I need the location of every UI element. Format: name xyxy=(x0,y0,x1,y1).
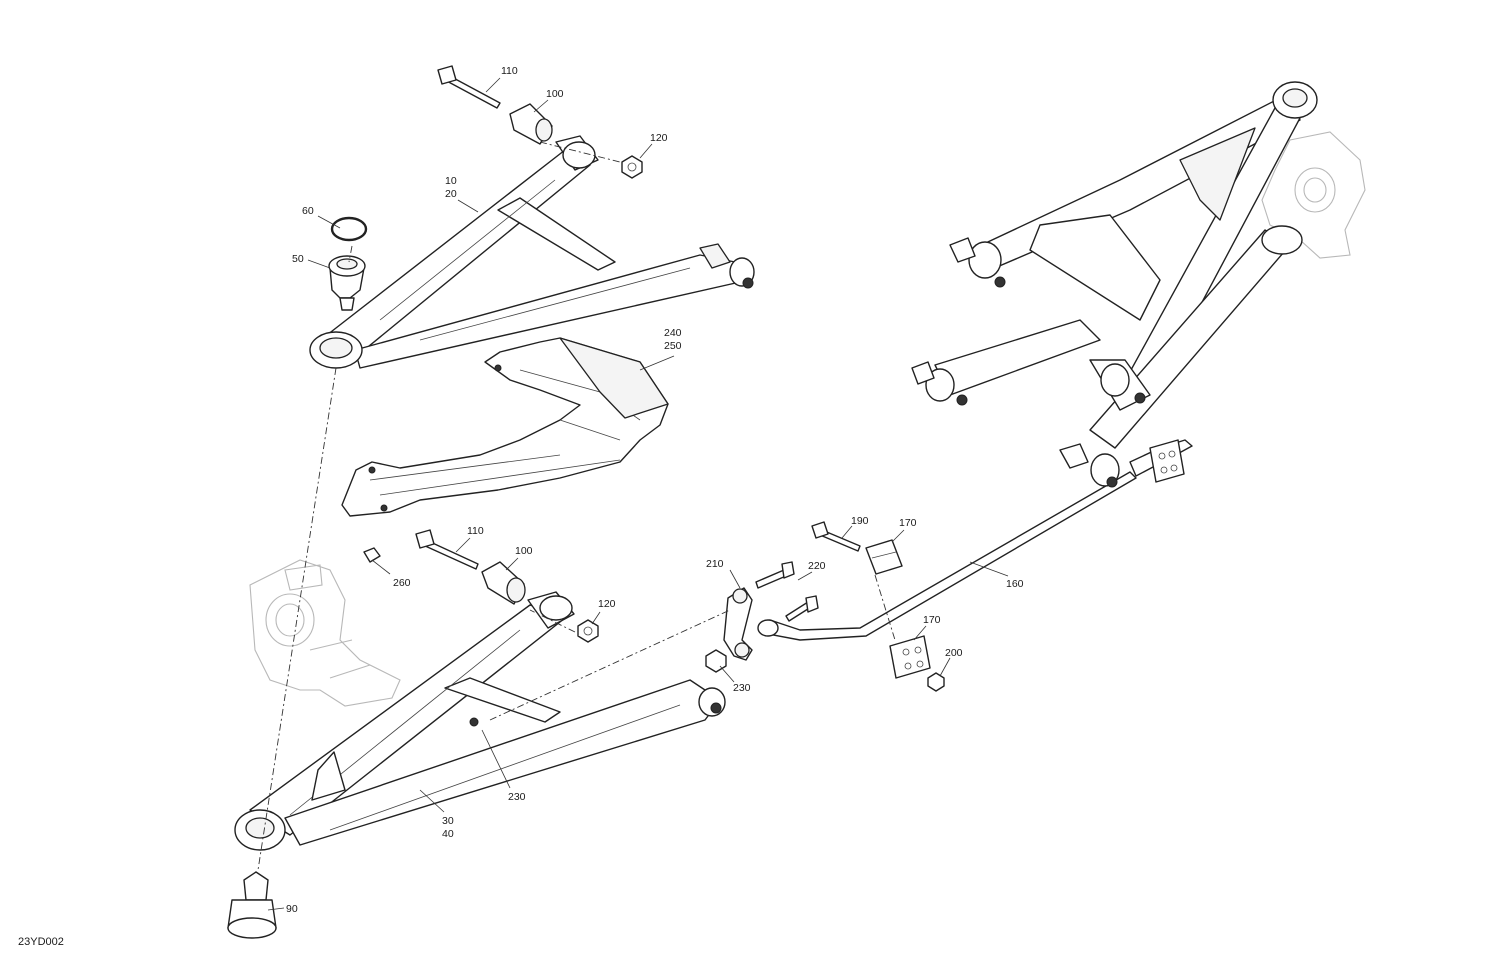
callout-250: 250 xyxy=(664,340,682,352)
callout-90: 90 xyxy=(286,903,298,915)
upper-ball-joint-50 xyxy=(328,255,366,311)
link-bolt-220-b xyxy=(785,595,819,622)
callout-120: 120 xyxy=(650,132,668,144)
callout-120-lower: 120 xyxy=(598,598,616,610)
callout-60: 60 xyxy=(302,205,314,217)
callout-170: 170 xyxy=(899,517,917,529)
stabilizer-link-210 xyxy=(723,587,753,661)
lower-bushing-100 xyxy=(481,561,526,605)
lower-bolt-110 xyxy=(415,529,479,570)
lower-nut-120 xyxy=(577,619,599,643)
link-bolt-220 xyxy=(755,561,795,589)
callout-160: 160 xyxy=(1006,578,1024,590)
right-bushing-clamp xyxy=(1149,439,1185,483)
callout-220: 220 xyxy=(808,560,826,572)
callout-100-lower: 100 xyxy=(515,545,533,557)
steering-knuckle-ghost xyxy=(249,559,401,707)
callout-200: 200 xyxy=(945,647,963,659)
retaining-ring-60 xyxy=(330,216,368,242)
callout-40: 40 xyxy=(442,828,454,840)
skid-plate xyxy=(341,337,669,517)
lower-a-arm xyxy=(234,591,726,851)
callout-50: 50 xyxy=(292,253,304,265)
nut-200 xyxy=(927,672,945,692)
bushing-clamp-170-b xyxy=(889,635,931,679)
callout-170-lower: 170 xyxy=(923,614,941,626)
right-lower-a-arm xyxy=(911,225,1303,488)
screw-260 xyxy=(363,547,381,563)
upper-a-arm xyxy=(309,135,755,369)
callout-110: 110 xyxy=(501,65,518,77)
bushing-bolt-190 xyxy=(811,521,861,552)
upper-bushing-100 xyxy=(509,103,553,145)
callout-230-lower: 230 xyxy=(508,791,526,803)
callout-260: 260 xyxy=(393,577,411,589)
right-upper-a-arm xyxy=(949,81,1318,401)
link-nut-230 xyxy=(705,649,727,673)
callout-230: 230 xyxy=(733,682,751,694)
upper-nut-120 xyxy=(621,155,643,179)
callout-240: 240 xyxy=(664,327,682,339)
callout-190: 190 xyxy=(851,515,869,527)
callout-20: 20 xyxy=(445,188,457,200)
drawing-code: 23YD002 xyxy=(18,936,64,948)
callout-30: 30 xyxy=(442,815,454,827)
steering-knuckle-ghost-right xyxy=(1261,131,1366,259)
callout-110-lower: 110 xyxy=(467,525,484,537)
upper-bolt-110 xyxy=(437,65,501,109)
callout-10: 10 xyxy=(445,175,457,187)
callout-100: 100 xyxy=(546,88,564,100)
lower-ball-joint-90 xyxy=(227,871,277,939)
bushing-clamp-170-a xyxy=(865,539,903,575)
stabilizer-bar-160 xyxy=(757,439,1193,641)
callout-210: 210 xyxy=(706,558,724,570)
leader-lines xyxy=(267,77,1009,911)
